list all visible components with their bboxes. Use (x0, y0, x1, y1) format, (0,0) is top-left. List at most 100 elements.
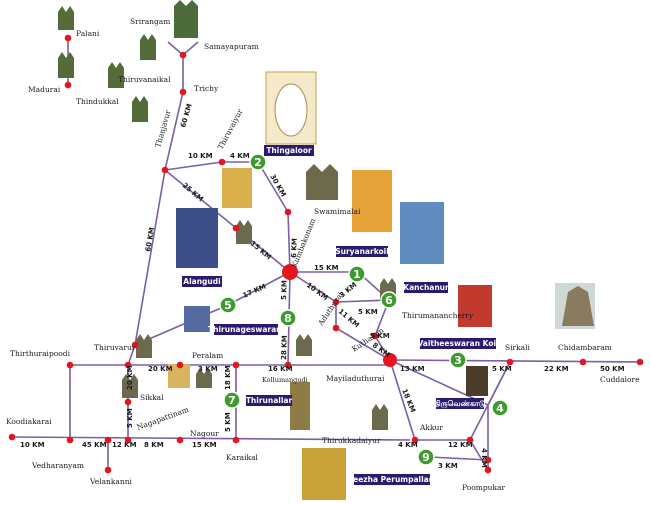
distance-labels: 60 KM 10 KM 4 KM 30 KM 25 KM 15 KM 6 KM … (20, 103, 625, 470)
gopuram-icon (372, 404, 388, 430)
gopuram-icon (174, 0, 198, 38)
label-sikkal: Sikkal (140, 393, 164, 402)
route-keezha-perumpallam (429, 456, 489, 461)
temple-number-circle (417, 448, 435, 466)
label-koodiakarai: Koodiakarai (6, 417, 52, 426)
node-sirkali (506, 358, 514, 366)
node-sikkal (124, 398, 132, 406)
badge-thiruvenkadu-label: திருவெண்காடு (434, 399, 485, 409)
gopuram-icon (140, 34, 156, 60)
label-thirumanancherry: Thirumanancherry (402, 311, 474, 320)
node-madurai (64, 81, 72, 89)
badge-vaitheeswaran-label: Vaitheeswaran Koil (417, 339, 498, 348)
label-trichy: Trichy (194, 84, 219, 93)
temple-number-6: 6 (385, 294, 393, 307)
route-thanjavur-thiruvarur (134, 169, 166, 346)
label-srirangam: Srirangam (130, 17, 170, 26)
badge-kanchanur-label: Kanchanur (403, 283, 449, 292)
route-thiruvarur-down (127, 344, 136, 366)
gopuram-icon (108, 62, 124, 88)
distance-label: 4 KM (230, 152, 250, 160)
temple-number-circle (219, 296, 237, 314)
label-cuddalore: Cuddalore (600, 375, 640, 384)
temple-number-4: 4 (496, 402, 504, 415)
node-poompukar (484, 466, 492, 474)
temple-number-circle (223, 391, 241, 409)
node-akkur-east (466, 436, 474, 444)
distance-label: 5 KM (358, 308, 378, 316)
distance-label: 10 KM (188, 152, 213, 160)
route-thanjavur-thiruvaiyur (164, 161, 223, 171)
node-thanjavur (161, 166, 169, 174)
label-nagour: Nagour (190, 429, 219, 438)
label-thiruvaiyur: Thiruvaiyur (216, 107, 245, 151)
badge-thirunallar (246, 395, 292, 406)
route-trichy-thanjavur (164, 91, 184, 171)
temple-number-1: 1 (353, 268, 361, 281)
node-thiruvarur (131, 341, 139, 349)
deity-image-icon (400, 202, 444, 264)
label-thiruvarur: Thiruvarur (94, 343, 136, 352)
node-peralam (176, 361, 184, 369)
node-vedharanyam (66, 436, 74, 444)
node-thiruvaiyur (218, 158, 226, 166)
badge-alangudi (182, 276, 222, 287)
label-peralam: Peralam (192, 351, 223, 360)
distance-label: 12 KM (112, 441, 137, 449)
node-srirangam (179, 51, 187, 59)
label-thiruvanaikal: Thiruvanaikal (118, 75, 171, 84)
route-mayiladuthurai-akkur (389, 359, 416, 441)
gopuram-icon (58, 52, 74, 78)
gopuram-icon (132, 96, 148, 122)
route-swamimalai-kumbakonam (287, 211, 291, 273)
badge-keezha-perumpallam-label: Keezha Perumpallam (347, 475, 436, 484)
label-karaikal: Karaikal (226, 453, 259, 462)
node-mayiladuthurai (383, 353, 397, 367)
distance-label: 3 KM (438, 462, 458, 470)
badge-alangudi-label: Alangudi (183, 277, 220, 286)
distance-label: 20 KM (148, 365, 173, 373)
label-samayapuram: Samayapuram (204, 42, 259, 51)
distance-label: 45 KM (82, 441, 107, 449)
deity-image-icon (176, 208, 218, 268)
temple-number-8: 8 (284, 312, 292, 325)
badge-kanchanur (404, 282, 448, 293)
node-thiruvarur-junction (124, 361, 132, 369)
temple-number-7: 7 (228, 394, 236, 407)
distance-label: 3 KM (198, 365, 218, 373)
label-swamimalai: Swamimalai (314, 207, 361, 216)
distance-label: 16 KM (268, 365, 293, 373)
place-labels: Palani Madurai Thindukkal Srirangam Sama… (6, 17, 640, 492)
gopuram-icon (58, 6, 74, 30)
deity-image-icon (466, 366, 488, 396)
node-velankanni (104, 466, 112, 474)
gopuram-icon (562, 286, 594, 326)
label-kollumangudi: Kollumangudi (262, 376, 308, 384)
distance-label: 22 KM (544, 365, 569, 373)
gopuram-icon (296, 334, 312, 356)
distance-label: 15 KM (314, 264, 339, 272)
node-kumbakonam (282, 264, 298, 280)
label-vedharanyam: Vedharanyam (31, 461, 84, 470)
distance-label: 3 KM (338, 281, 358, 300)
distance-label: 15 KM (249, 239, 273, 261)
label-poompukar: Poompukar (462, 483, 506, 492)
route-coastal (11, 436, 411, 441)
label-palani: Palani (76, 29, 100, 38)
gopuram-icon (122, 374, 138, 398)
distance-label: 28 KM (280, 335, 289, 360)
distance-label: 6 KM (290, 238, 299, 258)
temple-number-circle (380, 291, 398, 309)
badge-suryanarkoil-label: Suryanarkoil (335, 247, 389, 256)
node-mid (284, 361, 292, 369)
route-lines (11, 38, 641, 471)
distance-label: 60 KM (144, 227, 156, 253)
node-thirthuraipoodi (66, 361, 74, 369)
deity-image-icon (302, 448, 346, 500)
label-thanjavur: Thanjavur (153, 109, 172, 149)
temple-number-2: 2 (254, 156, 262, 169)
temple-number-circle (449, 351, 467, 369)
route-kumbakonam-thirunageswaram (227, 271, 291, 306)
distance-label: 5 KM (492, 365, 512, 373)
route-akkur-sirkali (469, 361, 511, 441)
